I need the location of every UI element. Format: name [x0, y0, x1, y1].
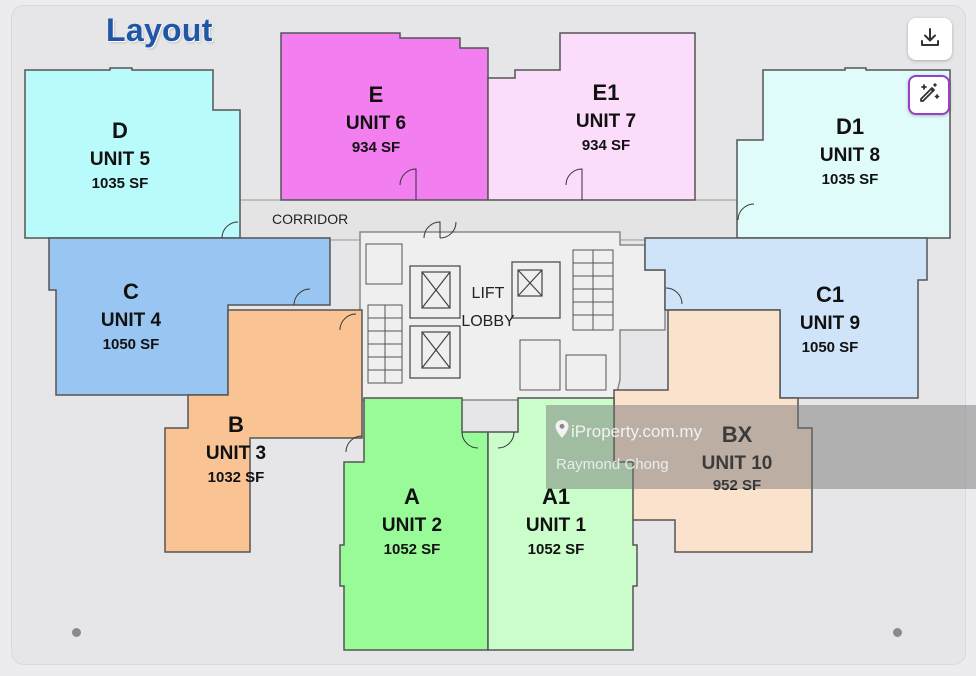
- watermark-brand-text: iProperty.com.my: [571, 421, 702, 441]
- unit-e1-area: [487, 32, 696, 201]
- unit-e-area: [280, 32, 489, 201]
- carousel-dot-right[interactable]: [893, 628, 902, 637]
- unit-label-d: D UNIT 5 1035 SF: [90, 118, 151, 192]
- unit-bx-area: [613, 309, 813, 553]
- unit-e1-size: 934 SF: [582, 137, 630, 154]
- floor-plan-drawing: CORRIDOR LIFT LOBBY D UNIT 5 1035 SF E U…: [24, 32, 951, 651]
- watermark-brand: iProperty.com.my: [555, 420, 702, 443]
- unit-c-number: UNIT 4: [101, 310, 162, 331]
- unit-a1-area: [487, 397, 638, 651]
- unit-e1-number: UNIT 7: [576, 111, 636, 132]
- lift-lobby-label-line2: LOBBY: [461, 313, 515, 330]
- unit-d-number: UNIT 5: [90, 149, 151, 170]
- plan-title: Layout: [106, 12, 213, 48]
- unit-b-number: UNIT 3: [206, 443, 266, 464]
- magic-edit-icon: [917, 81, 941, 110]
- unit-e-number: UNIT 6: [346, 113, 406, 134]
- unit-bx-size: 952 SF: [713, 477, 761, 494]
- unit-a1-number: UNIT 1: [526, 515, 587, 536]
- watermark-agent: Raymond Chong: [556, 456, 669, 473]
- unit-c-size: 1050 SF: [103, 336, 160, 353]
- unit-d-size: 1035 SF: [92, 175, 149, 192]
- unit-label-e1: E1 UNIT 7 934 SF: [576, 80, 636, 154]
- unit-e1-letter: E1: [593, 80, 620, 105]
- unit-d1-area: [736, 67, 951, 239]
- unit-b-letter: B: [228, 412, 244, 437]
- lift-shafts: [409, 261, 561, 379]
- unit-label-a: A UNIT 2 1052 SF: [382, 484, 442, 558]
- location-pin-icon: [555, 420, 569, 443]
- floor-plan-image[interactable]: CORRIDOR LIFT LOBBY D UNIT 5 1035 SF E U…: [12, 6, 965, 664]
- download-button[interactable]: [908, 18, 952, 60]
- unit-a-letter: A: [404, 484, 420, 509]
- stair-cores: [365, 243, 614, 391]
- unit-c1-letter: C1: [816, 282, 844, 307]
- unit-d1-letter: D1: [836, 114, 864, 139]
- unit-c1-number: UNIT 9: [800, 313, 860, 334]
- unit-label-b: B UNIT 3 1032 SF: [206, 412, 266, 486]
- carousel-dot-left[interactable]: [72, 628, 81, 637]
- watermark-band: [546, 405, 976, 489]
- unit-bx-number: UNIT 10: [702, 453, 773, 474]
- unit-a-size: 1052 SF: [384, 541, 441, 558]
- unit-bx-letter: BX: [722, 422, 753, 447]
- unit-label-bx: BX UNIT 10 952 SF: [702, 422, 773, 494]
- unit-a-number: UNIT 2: [382, 515, 442, 536]
- unit-d1-number: UNIT 8: [820, 145, 880, 166]
- unit-a1-letter: A1: [542, 484, 570, 509]
- door-swings: [221, 168, 755, 453]
- unit-b-area: [164, 309, 363, 553]
- unit-e-letter: E: [369, 82, 384, 107]
- unit-label-c1: C1 UNIT 9 1050 SF: [800, 282, 860, 356]
- download-icon: [919, 26, 941, 53]
- unit-label-d1: D1 UNIT 8 1035 SF: [820, 114, 880, 188]
- unit-b-size: 1032 SF: [208, 469, 265, 486]
- unit-e-size: 934 SF: [352, 139, 400, 156]
- lift-lobby-label-line1: LIFT: [472, 285, 505, 302]
- unit-label-e: E UNIT 6 934 SF: [346, 82, 406, 156]
- magic-edit-button[interactable]: [908, 75, 950, 115]
- unit-d-letter: D: [112, 118, 128, 143]
- unit-d1-size: 1035 SF: [822, 171, 879, 188]
- unit-c-letter: C: [123, 279, 139, 304]
- unit-label-a1: A1 UNIT 1 1052 SF: [526, 484, 587, 558]
- unit-c1-size: 1050 SF: [802, 339, 859, 356]
- unit-label-c: C UNIT 4 1050 SF: [101, 279, 162, 353]
- unit-a1-size: 1052 SF: [528, 541, 585, 558]
- corridor-label: CORRIDOR: [272, 211, 348, 227]
